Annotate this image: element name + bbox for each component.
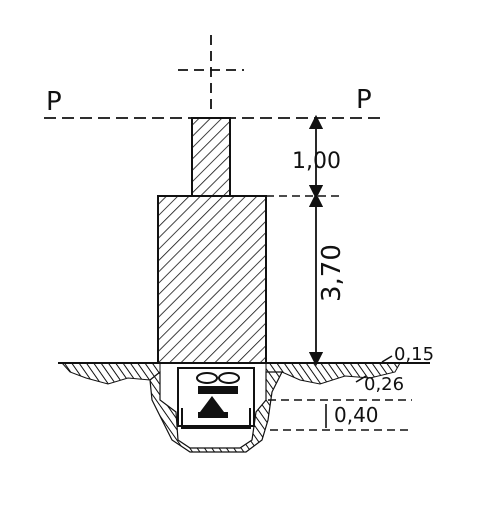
soil-left: [60, 362, 161, 385]
upper-column: [191, 117, 231, 197]
offset-tick-ground: [381, 355, 393, 363]
anchor-bolt-right: [218, 372, 240, 384]
dimension-label-upper: 1,00: [292, 149, 341, 174]
dimension-label-lower: 3,70: [317, 244, 347, 302]
offset-label-ground: 0,15: [394, 344, 434, 365]
foundation-base: [181, 408, 251, 429]
offset-tick-mid: [355, 375, 367, 383]
bearing-wedge: [200, 396, 224, 412]
anchor-bolt-left: [196, 372, 218, 384]
section-plane-label-left: P: [46, 87, 62, 117]
offset-label-bottom: 0,40: [334, 403, 379, 427]
offset-label-mid: 0,26: [364, 374, 404, 395]
section-plane-label-right: P: [356, 85, 372, 115]
lower-column: [157, 195, 267, 364]
foundation-pit-soil: [149, 370, 283, 453]
bearing-plate: [198, 386, 238, 394]
bearing-pad: [198, 412, 228, 418]
